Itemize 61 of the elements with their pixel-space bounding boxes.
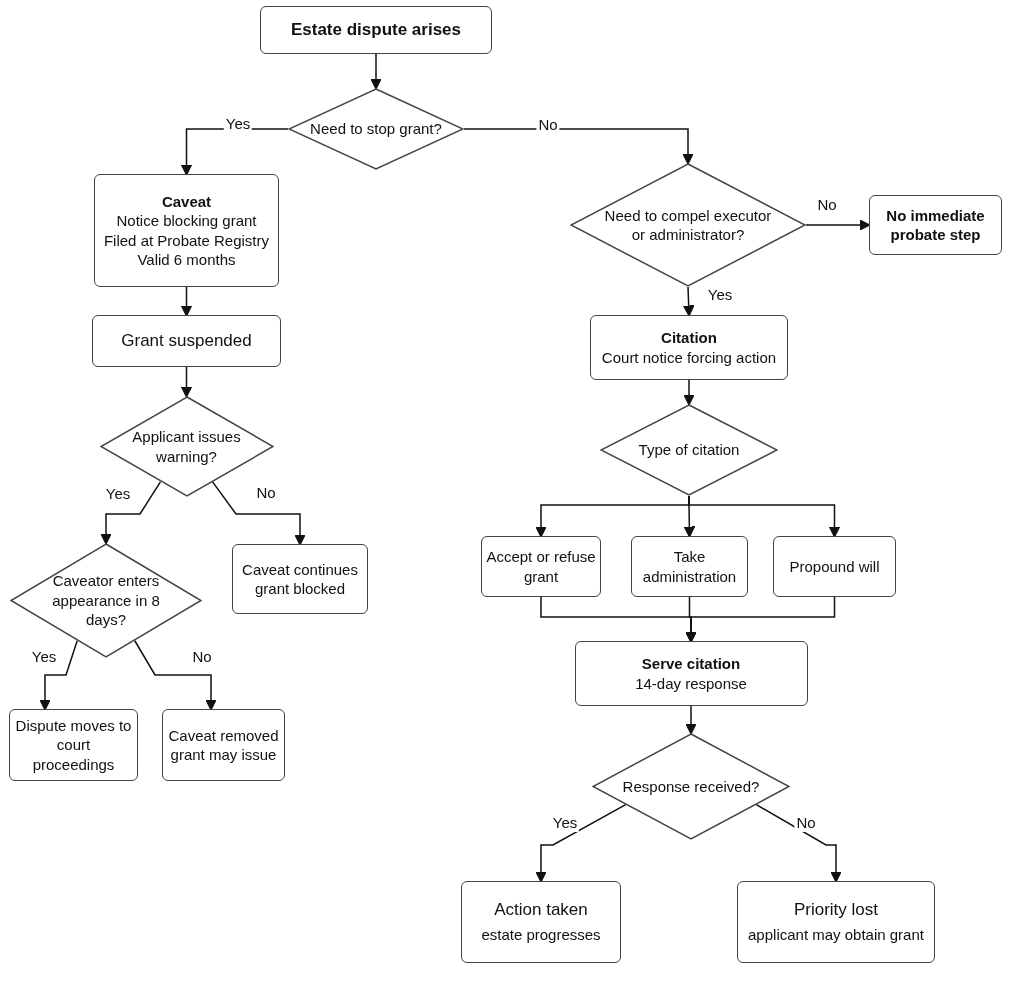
process-box [869, 195, 1002, 255]
node-text: applicant may obtain grant [748, 925, 924, 945]
node-text: estate progresses [481, 925, 601, 945]
node-text: Dispute moves to court proceedings [14, 715, 133, 775]
process-box [9, 709, 138, 781]
decision-diamond [592, 733, 790, 840]
arrow [685, 705, 697, 735]
process-box [232, 544, 368, 614]
process-box [260, 6, 492, 54]
process-box [574, 641, 808, 706]
arrow [39, 640, 78, 711]
process-box [631, 536, 748, 597]
node-heading: Action taken [494, 899, 588, 922]
arrow [682, 286, 695, 317]
node-text: Notice blocking grant [116, 211, 257, 231]
arrow [805, 219, 871, 231]
node-text: Accept or refuse grant [486, 547, 596, 586]
node-heading: Priority lost [793, 899, 879, 922]
process-box [773, 536, 896, 597]
node-text: Caveator enters appearance in 8 days? [51, 571, 161, 630]
arrow [370, 53, 382, 90]
node-text: Caveat removed grant may issue [167, 725, 280, 765]
decision-diamond [99, 396, 274, 497]
process-box [162, 709, 285, 781]
arrow [100, 481, 162, 545]
arrow [463, 128, 694, 165]
node-text: Applicant issues warning? [131, 427, 242, 466]
node-heading: Serve citation [641, 654, 741, 674]
process-box [92, 315, 281, 367]
decision-diamond [600, 404, 778, 496]
process-box [94, 174, 279, 287]
node-text: Take administration [641, 547, 738, 586]
node-heading: Citation [661, 328, 717, 348]
node-text: Grant suspended [121, 329, 252, 352]
node-text: Caveat continues grant blocked [241, 559, 359, 599]
arrow [688, 495, 841, 538]
node-text: Need to stop grant? [310, 119, 442, 139]
node-text: 14-day response [635, 673, 747, 693]
arrow [211, 481, 306, 546]
arrow [755, 803, 842, 883]
decision-diamond [288, 88, 464, 170]
node-text: Type of citation [638, 440, 740, 460]
node-text: Valid 6 months [137, 250, 236, 270]
decision-diamond [570, 163, 806, 287]
process-box [461, 881, 621, 963]
node-text: No immediate probate step [885, 205, 986, 245]
node-text: Estate dispute arises [290, 18, 462, 41]
arrow [134, 640, 217, 711]
node-heading: Caveat [161, 191, 212, 211]
node-text: Court notice forcing action [601, 347, 777, 367]
node-text: Response received? [622, 776, 760, 797]
arrow [180, 286, 193, 317]
node-text: Propound will [789, 556, 880, 577]
process-box [590, 315, 788, 380]
process-box [481, 536, 601, 597]
arrow [535, 803, 627, 883]
arrow [180, 366, 193, 398]
node-text: Need to compel executor or administrator? [603, 205, 773, 245]
process-box [737, 881, 935, 963]
node-text: Filed at Probate Registry [103, 230, 270, 250]
arrow [683, 379, 695, 406]
